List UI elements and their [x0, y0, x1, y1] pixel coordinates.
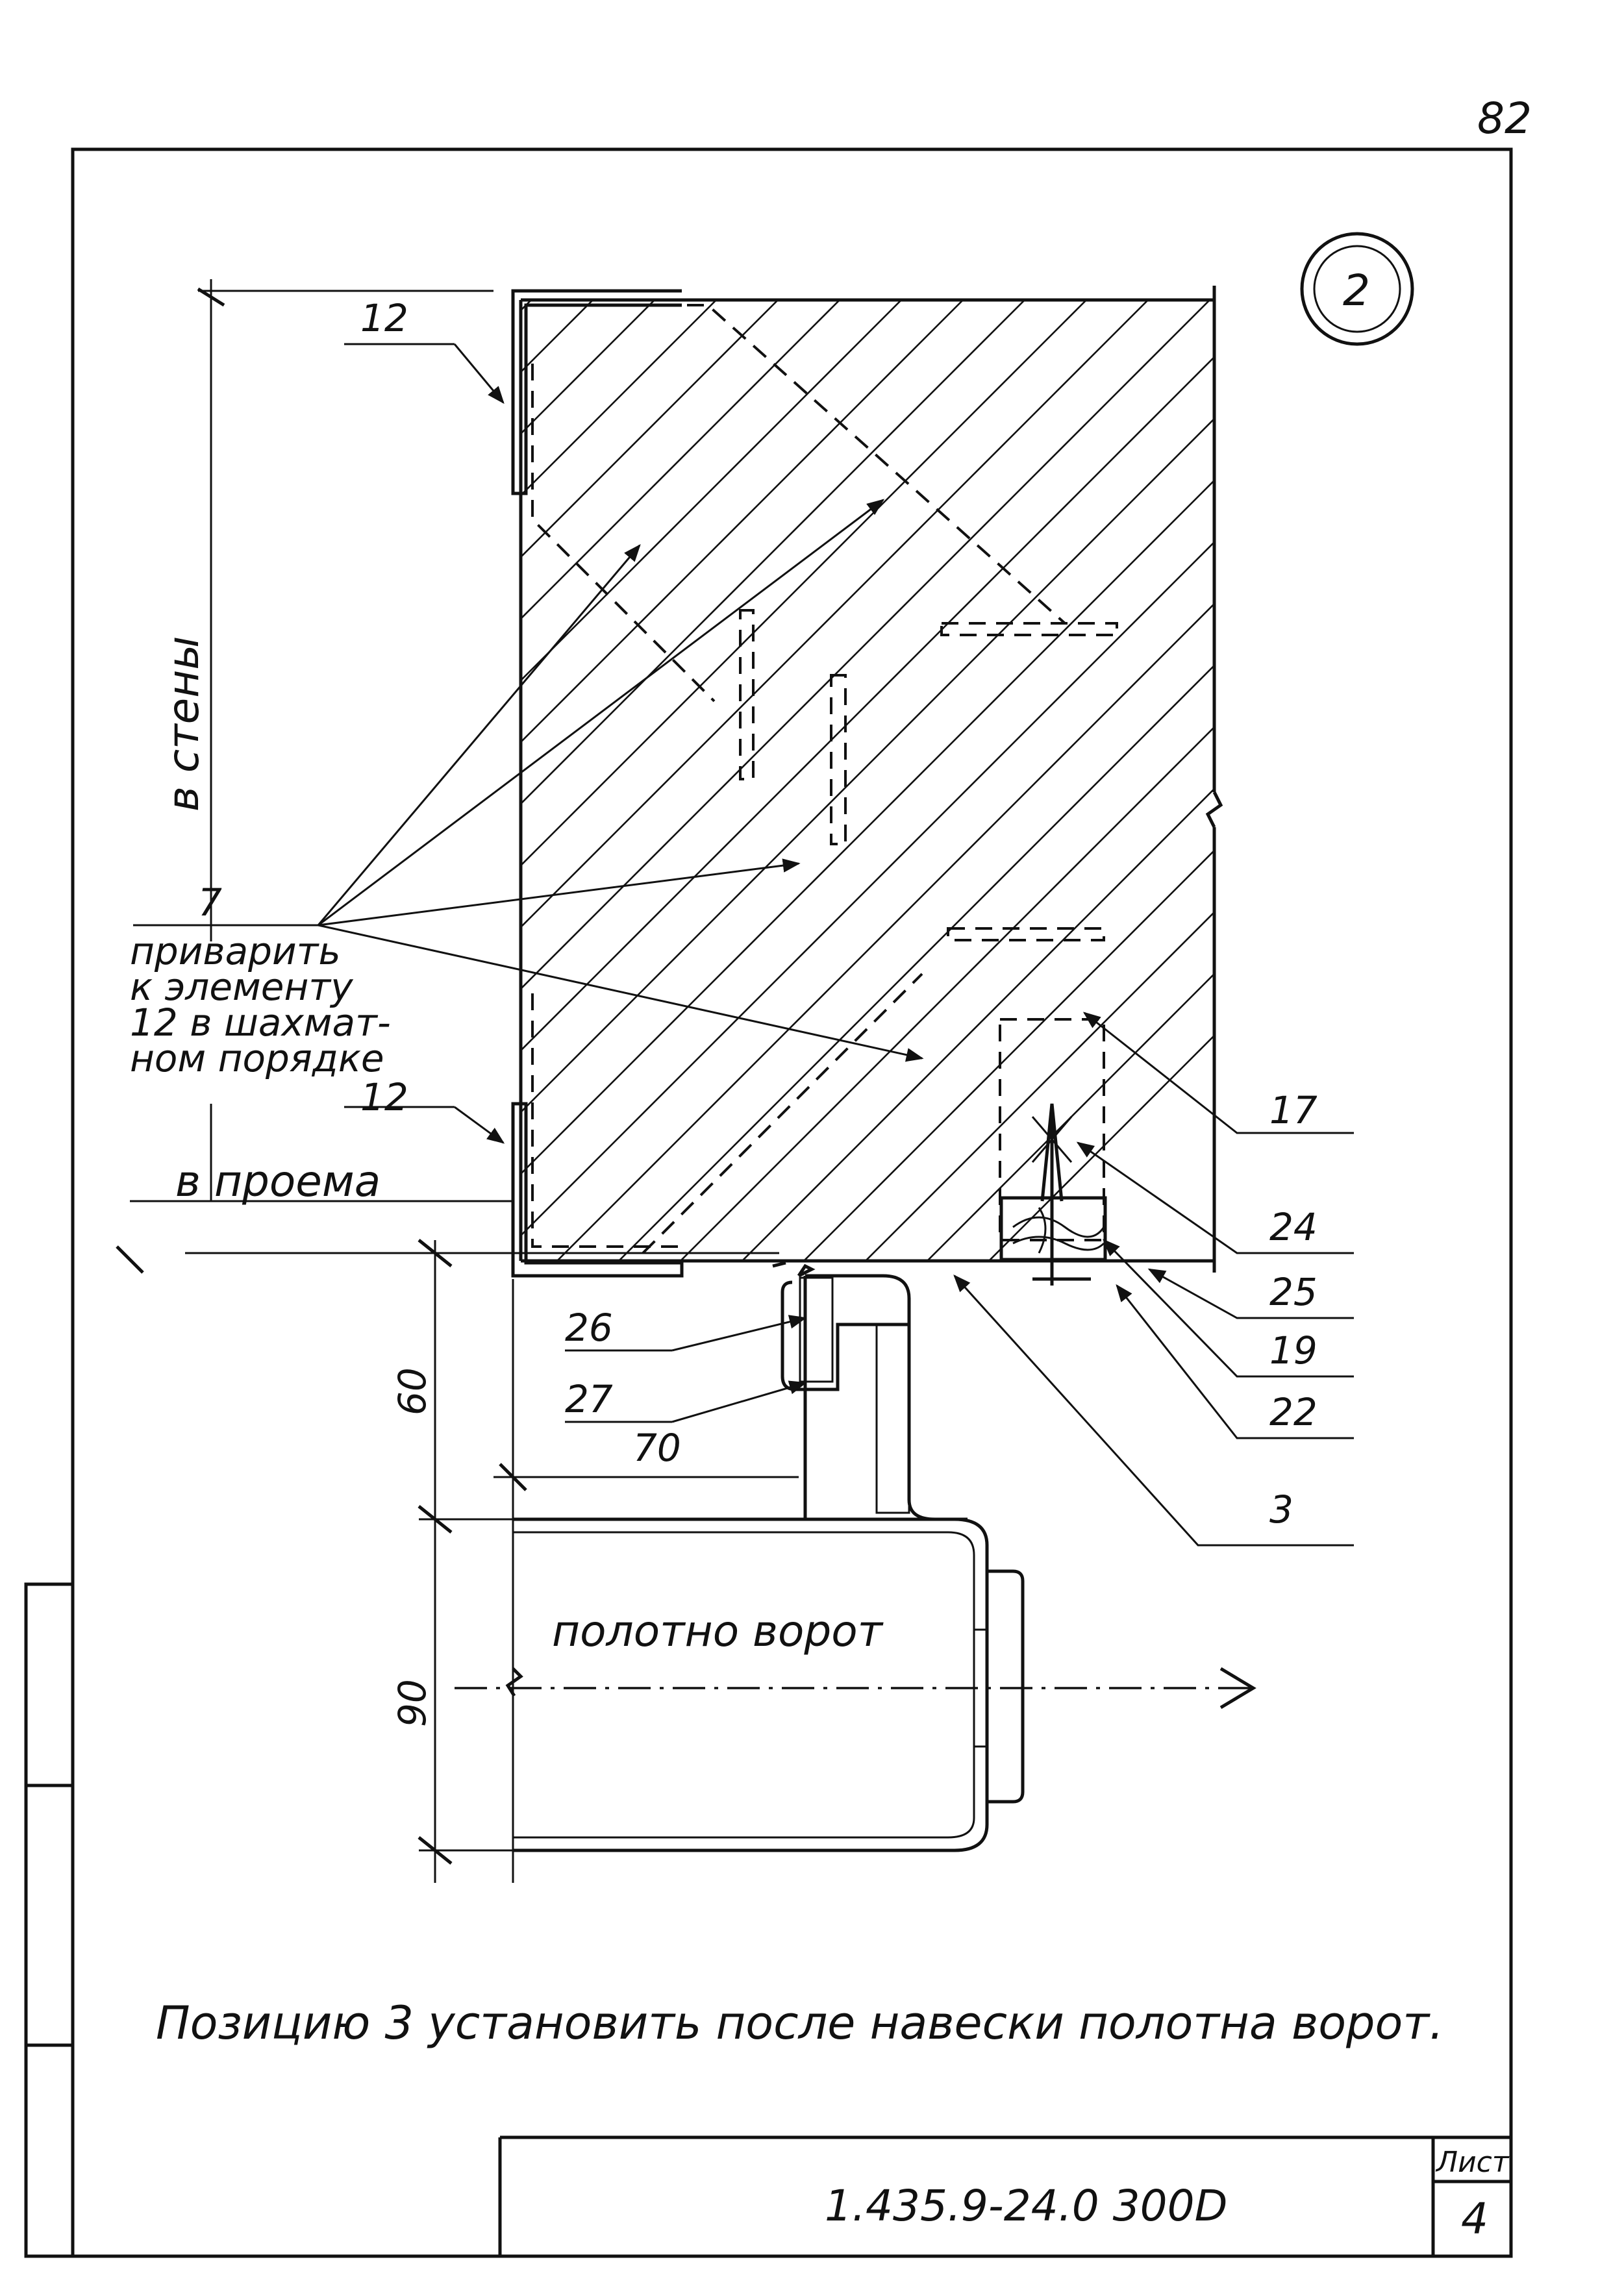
side-stamp-strip [24, 1582, 75, 2258]
door-leaf-label: полотно ворот [552, 1606, 884, 1656]
dim-60: 60 [390, 1367, 434, 1415]
callout-12-bottom: 12 [360, 1075, 408, 1119]
bottom-note: Позицию 3 установить после навески полот… [156, 1996, 1443, 2050]
position-7-number: 7 [198, 880, 222, 925]
sheet-label: Лист [1435, 2146, 1510, 2179]
embedded-anchors [531, 304, 1118, 1254]
callout-24: 24 [1269, 1205, 1318, 1249]
callout-26: 26 [565, 1306, 613, 1350]
leader-lines [133, 343, 1354, 1547]
position-7-note-line4: ном порядке [130, 1036, 384, 1080]
callout-19: 19 [1269, 1328, 1318, 1373]
position-7-note-line3: 12 в шахмат- [130, 1001, 391, 1045]
title-block: 1.435.9-24.0 300D Лист 4 [498, 2135, 1511, 2256]
detail-marker: 2 [1300, 232, 1414, 346]
callout-3: 3 [1269, 1487, 1293, 1532]
sheet-number: 4 [1461, 2194, 1488, 2244]
dimension-lines [116, 279, 806, 1883]
seal-profile [772, 1261, 968, 1521]
callout-22: 22 [1269, 1390, 1318, 1434]
wall-section [519, 286, 1223, 1273]
callout-27: 27 [565, 1377, 613, 1421]
callout-12-top: 12 [360, 296, 408, 340]
position-7-note-line2: к элементу [130, 965, 353, 1009]
position-7-note-line1: приварить [130, 929, 341, 973]
sheet-corner-number: 82 [1477, 93, 1532, 143]
drawing-code: 1.435.9-24.0 300D [825, 2181, 1227, 2231]
sheet-border [71, 147, 1513, 2258]
dim-opening-side: в проема [175, 1156, 381, 1206]
callout-17: 17 [1269, 1088, 1318, 1132]
angle-element-12-top [511, 289, 682, 495]
wood-bar-17 [999, 1103, 1107, 1286]
door-leaf [455, 1517, 1256, 1852]
dim-wall-side: в стены [158, 636, 208, 812]
dim-90: 90 [390, 1679, 434, 1727]
angle-element-12-bottom [511, 1102, 684, 1278]
svg-text:2: 2 [1343, 266, 1370, 316]
dim-70: 70 [633, 1426, 681, 1470]
callout-25: 25 [1269, 1270, 1318, 1314]
